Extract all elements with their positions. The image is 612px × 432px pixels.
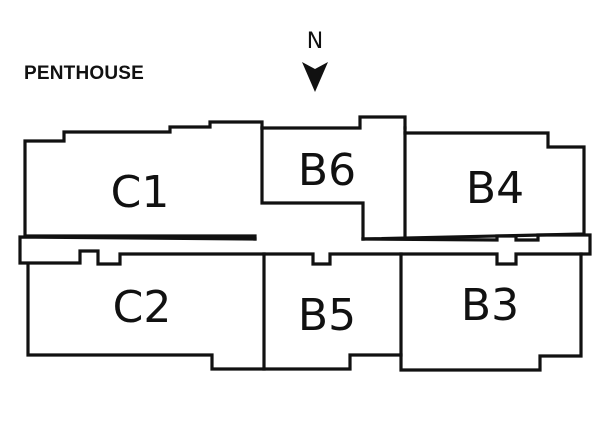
north-letter: N: [307, 29, 323, 54]
unit-label-c2: C2: [113, 282, 172, 333]
unit-label-c1: C1: [111, 167, 170, 218]
unit-c2-outline: [26, 252, 266, 371]
unit-label-b6: B6: [298, 145, 356, 196]
north-indicator: N: [302, 29, 328, 92]
corridor-top-wall: [18, 233, 592, 266]
unit-labels: C1 B6 B4 C2 B5 B3: [111, 145, 524, 341]
unit-label-b5: B5: [298, 290, 356, 341]
north-arrow-icon: [302, 62, 328, 92]
unit-b6-outline: [260, 126, 365, 241]
building-outline: [18, 115, 592, 372]
unit-b5-outline: [262, 252, 403, 371]
unit-b6-top-wall: [260, 115, 407, 130]
unit-label-b3: B3: [461, 280, 519, 331]
unit-label-b4: B4: [466, 163, 524, 214]
floor-title: PENTHOUSE: [24, 63, 145, 84]
unit-b3-outline: [399, 252, 583, 372]
